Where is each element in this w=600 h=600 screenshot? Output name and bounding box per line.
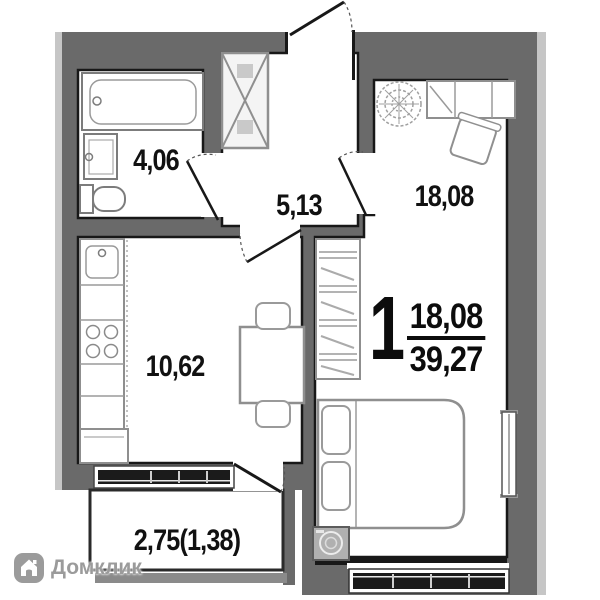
balcony-floor [88,488,285,572]
desk [426,80,516,119]
doors [185,0,368,494]
plant-icon [376,81,422,127]
entrance-door [289,0,353,37]
area-fraction: 18,08 39,27 [407,299,486,380]
hallway-area-label: 5,13 [276,189,323,222]
balcony-wall-shadow [95,573,287,583]
kitchen-door-opening [240,223,300,240]
bathroom-door [185,153,220,221]
rooms-count: 1 [369,279,405,379]
outer-wall-highlight-left [55,32,62,490]
bathroom-door-opening [201,153,225,217]
dining-table [238,325,306,405]
bathroom-area-label: 4,06 [133,144,180,177]
living-room-area-label: 18,08 [414,180,475,213]
bathtub [81,72,204,131]
pillow [321,461,351,511]
living-room-bottom-window [315,557,510,594]
bed [316,398,466,530]
washing-machine [312,526,350,561]
kitchen-door [239,228,302,264]
domclick-logo-icon [14,553,44,583]
living-room-door-opening [356,153,376,214]
stove [85,324,119,359]
door-openings [201,28,376,491]
shelving-unit [315,238,361,380]
kitchen-area-label: 10,62 [145,350,206,383]
entrance-left-jamb [285,32,288,54]
balcony-door-opening [233,461,283,491]
kitchen-sink [85,245,119,279]
windows [93,410,518,594]
living-room-door [337,151,368,216]
fridge [79,428,129,464]
kitchen-window [93,465,235,489]
living-area-value: 18,08 [407,299,486,341]
outer-wall-highlight-right [537,32,546,595]
domclick-watermark-label: Домклик [51,556,142,579]
balcony-door [233,462,286,494]
balcony-area-label: 2,75(1,38) [133,524,241,557]
wardrobe [220,51,270,150]
living-room-side-window [500,410,518,498]
entrance-opening [288,28,352,56]
toilet [79,184,126,214]
entrance-right-jamb [352,30,355,80]
total-area-value: 39,27 [409,340,484,380]
domclick-watermark: Домклик [12,551,142,585]
apartment-summary: 1 18,08 39,27 [369,279,496,380]
washbasin [83,133,118,180]
chair [255,302,291,330]
chair [255,400,291,428]
desk-chair [449,111,502,165]
pillow [321,405,351,455]
